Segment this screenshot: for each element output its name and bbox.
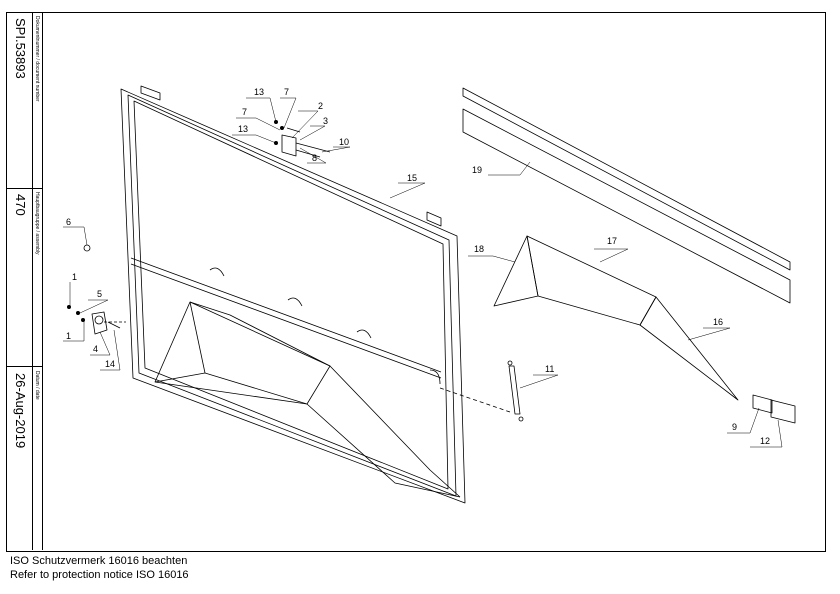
- panel-18: [493, 235, 539, 307]
- title-block-divider: [32, 12, 33, 550]
- label-9: 9: [732, 422, 737, 432]
- main-frame: [120, 85, 466, 504]
- panel-9: [752, 394, 773, 414]
- hinge-bracket: [273, 120, 331, 158]
- label-13-top: 13: [254, 87, 264, 97]
- strip-19: [462, 108, 791, 304]
- label-8: 8: [312, 153, 317, 163]
- hopper-funnel: [154, 301, 461, 498]
- protection-notice: ISO Schutzvermerk 16016 beachten Refer t…: [10, 554, 189, 582]
- strip-19-upper: [462, 87, 791, 271]
- label-12: 12: [760, 436, 770, 446]
- assembly-cell: Hauptbaugruppe / assembly 470: [6, 188, 42, 367]
- leader-lines: [63, 97, 783, 448]
- title-block: Dokumentnummer / document number SPI.538…: [6, 12, 43, 550]
- label-1-top: 1: [72, 272, 77, 282]
- part-labels: 13 7 7 2 3 13 10 8 15 6 19 17 18 16 11 1…: [66, 87, 770, 446]
- label-10: 10: [339, 137, 349, 147]
- label-18: 18: [474, 244, 484, 254]
- label-17: 17: [607, 236, 617, 246]
- label-16: 16: [713, 317, 723, 327]
- label-4: 4: [93, 344, 98, 354]
- label-2: 2: [318, 101, 323, 111]
- protection-notice-de: ISO Schutzvermerk 16016 beachten: [10, 555, 188, 567]
- label-1-lower: 1: [66, 331, 71, 341]
- label-11: 11: [545, 364, 554, 374]
- label-3: 3: [323, 116, 328, 126]
- label-13-lower: 13: [238, 124, 248, 134]
- gas-strut: [439, 360, 524, 422]
- panel-12: [770, 399, 796, 424]
- drawing-frame: [6, 12, 826, 552]
- label-14: 14: [105, 359, 115, 369]
- panel-17: [526, 235, 657, 326]
- label-15: 15: [407, 173, 417, 183]
- panel-16: [639, 296, 739, 401]
- label-7-top: 7: [284, 87, 289, 97]
- document-number-cell: Dokumentnummer / document number SPI.538…: [6, 12, 42, 189]
- label-5: 5: [97, 289, 102, 299]
- protection-notice-en: Refer to protection notice ISO 16016: [10, 569, 189, 581]
- label-19: 19: [472, 165, 482, 175]
- label-7-lower: 7: [242, 107, 247, 117]
- label-6: 6: [66, 217, 71, 227]
